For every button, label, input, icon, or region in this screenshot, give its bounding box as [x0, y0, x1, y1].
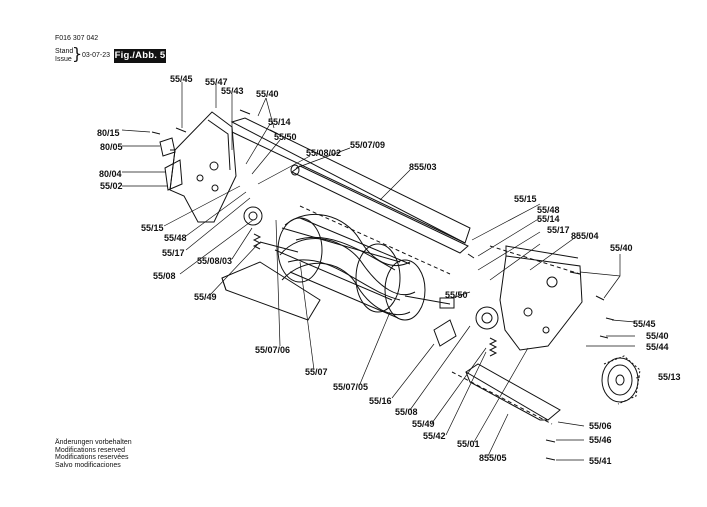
part-label-55-17-right: 55/17 [547, 225, 570, 235]
part-label-855-03: 855/03 [409, 162, 437, 172]
part-label-80-05: 80/05 [100, 142, 123, 152]
part-label-55-49: 55/49 [194, 292, 217, 302]
doc-number: F016 307 042 [55, 35, 99, 42]
bottom-blade-right [465, 363, 561, 421]
modification-notes: Änderungen vorbehalten Modifications res… [55, 439, 132, 469]
part-label-55-08: 55/08 [153, 271, 176, 281]
part-label-55-50: 55/50 [274, 132, 297, 142]
part-label-55-44: 55/44 [646, 342, 669, 352]
screw [151, 109, 615, 461]
left-gear [243, 206, 263, 226]
part-label-55-15: 55/15 [141, 223, 164, 233]
part-label-55-13: 55/13 [658, 372, 681, 382]
leader-lines [121, 82, 641, 461]
part-label-55-41: 55/41 [589, 456, 612, 466]
right-side-plate [499, 255, 583, 351]
part-label-55-08-03: 55/08/03 [197, 256, 233, 266]
part-label-55-42: 55/42 [423, 431, 446, 441]
stand-label: Stand [55, 48, 74, 55]
issue-date: 03-07-23 [82, 52, 111, 59]
part-label-55-48: 55/48 [164, 233, 187, 243]
figure-badge: Fig./Abb. 5 [114, 49, 166, 63]
left-bracket [164, 159, 183, 191]
part-label-55-14: 55/14 [268, 117, 291, 127]
part-label-80-04: 80/04 [99, 169, 122, 179]
part-label-55-08-right: 55/08 [395, 407, 418, 417]
part-label-55-48-right: 55/48 [537, 205, 560, 215]
part-label-55-02: 55/02 [100, 181, 123, 191]
left-side-plate [169, 111, 237, 223]
part-label-55-01: 55/01 [457, 439, 480, 449]
part-label-55-17: 55/17 [162, 248, 185, 258]
part-label-55-47: 55/47 [205, 77, 228, 87]
part-label-55-40: 55/40 [256, 89, 279, 99]
note-english: Modifications reserved [55, 446, 126, 454]
part-label-55-14-right: 55/14 [537, 214, 560, 224]
part-label-55-40-lower: 55/40 [646, 331, 669, 341]
top-bar [230, 117, 471, 244]
part-label-55-08-02: 55/08/02 [306, 148, 342, 158]
part-label-55-07-05: 55/07/05 [333, 382, 369, 392]
part-label-55-43: 55/43 [221, 86, 244, 96]
part-label-80-15: 80/15 [97, 128, 120, 138]
part-label-55-45-right: 55/45 [633, 319, 656, 329]
part-label-55-15-right: 55/15 [514, 194, 537, 204]
rear-roller [291, 165, 469, 254]
brace-symbol: } [72, 44, 83, 63]
bottom-blade-left [221, 261, 321, 321]
note-spanish: Salvo modificaciones [55, 461, 121, 469]
part-label-55-49-right: 55/49 [412, 419, 435, 429]
part-label-855-04: 855/04 [571, 231, 599, 241]
part-label-55-40-right: 55/40 [610, 243, 633, 253]
reel-end-right [384, 259, 426, 321]
note-french: Modifications reservées [55, 454, 129, 462]
part-label-55-16: 55/16 [369, 396, 392, 406]
part-label-855-05: 855/05 [479, 453, 507, 463]
part-label-55-45: 55/45 [170, 74, 193, 84]
part-label-55-50-right: 55/50 [445, 290, 468, 300]
right-gear [475, 306, 499, 330]
part-label-55-06: 55/06 [589, 421, 612, 431]
note-german: Änderungen vorbehalten [55, 439, 132, 446]
part-label-55-07-06: 55/07/06 [255, 345, 291, 355]
issue-label: Issue [55, 56, 72, 63]
part-label-55-46: 55/46 [589, 435, 612, 445]
part-label-55-07-09: 55/07/09 [350, 140, 386, 150]
part-label-55-07: 55/07 [305, 367, 328, 377]
